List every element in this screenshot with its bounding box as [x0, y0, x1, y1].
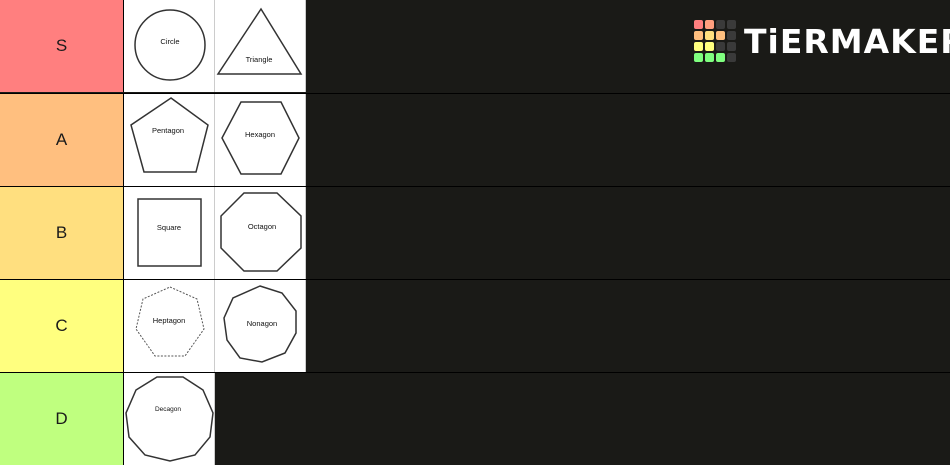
- tier-label-d[interactable]: D: [0, 373, 124, 465]
- row-divider: [0, 279, 950, 280]
- shape-label-heptagon: Heptagon: [153, 316, 186, 325]
- tiermaker-logo: TiERMAKER: [694, 20, 950, 62]
- shape-label-nonagon: Nonagon: [247, 319, 277, 328]
- tier-row-s: S Circle Triangle: [0, 0, 950, 92]
- logo-grid-cell: [694, 42, 703, 51]
- shape-label-pentagon: Pentagon: [152, 126, 184, 135]
- nonagon-icon: Nonagon: [223, 285, 297, 363]
- tier-items-s: Circle Triangle: [124, 0, 306, 92]
- tier-item-octagon[interactable]: Octagon: [215, 187, 306, 279]
- logo-grid-cell: [716, 42, 725, 51]
- tier-row-b: B Square Octagon: [0, 187, 950, 279]
- decagon-icon: Decagon: [125, 376, 214, 462]
- tier-items-b: Square Octagon: [124, 187, 306, 279]
- shape-label-decagon: Decagon: [155, 406, 181, 413]
- tier-item-nonagon[interactable]: Nonagon: [215, 280, 306, 372]
- logo-grid-cell: [694, 20, 703, 29]
- heptagon-icon: Heptagon: [135, 286, 205, 357]
- logo-grid-cell: [727, 31, 736, 40]
- tier-item-pentagon[interactable]: Pentagon: [124, 94, 215, 186]
- tier-items-d: Decagon: [124, 373, 215, 465]
- pentagon-icon: Pentagon: [130, 97, 209, 173]
- logo-grid-cell: [727, 42, 736, 51]
- logo-grid-cell: [716, 53, 725, 62]
- logo-grid-cell: [727, 20, 736, 29]
- tier-label-s[interactable]: S: [0, 0, 124, 92]
- logo-grid-cell: [716, 31, 725, 40]
- square-icon: Square: [137, 198, 202, 267]
- tier-item-hexagon[interactable]: Hexagon: [215, 94, 306, 186]
- logo-grid-cell: [716, 20, 725, 29]
- logo-grid-cell: [727, 53, 736, 62]
- tier-item-decagon[interactable]: Decagon: [124, 373, 215, 465]
- row-divider: [0, 93, 950, 94]
- tier-items-a: Pentagon Hexagon: [124, 94, 306, 186]
- logo-grid-cell: [705, 20, 714, 29]
- shape-label-square: Square: [157, 223, 181, 232]
- tier-items-c: Heptagon Nonagon: [124, 280, 306, 372]
- shape-label-triangle: Triangle: [246, 55, 273, 64]
- logo-grid-cell: [694, 31, 703, 40]
- circle-icon: Circle: [134, 9, 206, 81]
- triangle-icon: Triangle: [216, 7, 303, 75]
- hexagon-icon: Hexagon: [221, 101, 300, 175]
- logo-grid-icon: [694, 20, 736, 62]
- tier-row-a: A Pentagon Hexagon: [0, 94, 950, 186]
- tier-row-d: D Decagon: [0, 373, 950, 465]
- logo-grid-cell: [705, 31, 714, 40]
- logo-grid-cell: [694, 53, 703, 62]
- shape-label-octagon: Octagon: [248, 222, 276, 231]
- shape-label-circle: Circle: [160, 37, 179, 46]
- logo-wordmark: TiERMAKER: [744, 21, 950, 61]
- row-divider: [0, 372, 950, 373]
- tier-label-c[interactable]: C: [0, 280, 124, 372]
- row-divider: [0, 186, 950, 187]
- tier-item-triangle[interactable]: Triangle: [215, 0, 306, 92]
- tier-item-heptagon[interactable]: Heptagon: [124, 280, 215, 372]
- logo-grid-cell: [705, 42, 714, 51]
- tier-label-a[interactable]: A: [0, 94, 124, 186]
- tier-item-square[interactable]: Square: [124, 187, 215, 279]
- tier-label-b[interactable]: B: [0, 187, 124, 279]
- logo-grid-cell: [705, 53, 714, 62]
- tier-item-circle[interactable]: Circle: [124, 0, 215, 92]
- tier-row-c: C Heptagon Nonagon: [0, 280, 950, 372]
- octagon-icon: Octagon: [220, 192, 302, 272]
- shape-label-hexagon: Hexagon: [245, 130, 275, 139]
